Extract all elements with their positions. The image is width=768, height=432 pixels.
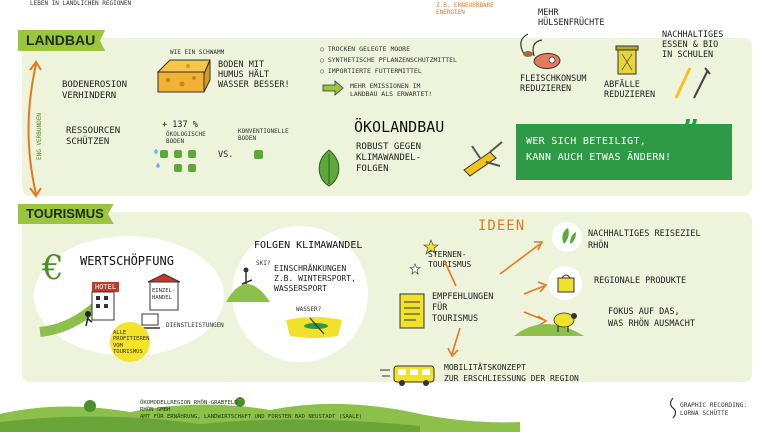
alle-text: ALLE PROFITIEREN VOM TOURISMUS [113,330,150,355]
wertschoepfung-title: WERTSCHÖPFUNG [80,254,174,268]
emissions-text: MEHR EMISSIONEN IM LANDBAU ALS ERWARTET! [350,82,433,98]
vs-label: VS. [218,150,234,160]
bodenerosion-text: BODENEROSION VERHINDERN [62,80,128,101]
humus-text: BODEN MIT HUMUS HÄLT WASSER BESSER! [218,60,290,90]
connection-arrow-icon [27,60,42,198]
plants-organic-icon [154,149,196,172]
leaves-icon [562,228,576,244]
abfaelle-text: ABFÄLLE REDUZIEREN [604,80,656,100]
schwamm-note: WIE EIN SCHWAMM [170,49,225,56]
hills-footer-icon [0,397,520,432]
booklet-icon [399,293,425,329]
right-arrow-icon [322,80,344,96]
idea-text-1: NACHHALTIGES REISEZIEL RHÖN [588,229,701,251]
star-icon [423,239,439,255]
cutlery-icon [674,67,711,99]
idea-text-3: FOKUS AUF DAS, WAS RHÖN AUSMACHT [608,307,695,329]
top-cutoff-note: Z.B. ERNEUERBARE ENERGIEN [436,2,494,16]
shop-icon [147,273,181,311]
kayak-icon [286,317,342,338]
wasser-note: WASSER? [296,306,322,313]
oekolandbau-title: ÖKOLANDBAU [354,118,445,136]
einschraenkungen-text: EINSCHRÄNKUNGEN Z.B. WINTERSPORT, WASSER… [274,264,356,293]
star-small-icon [409,263,421,275]
footer-org-text: ÖKOMODELLREGION RHÖN-GRABFELD RHÖN GMBH … [140,400,363,420]
euro-icon: € [42,248,64,288]
credit-text: GRAPHIC RECORDING: LORNA SCHÜTTE [680,402,748,417]
bus-icon [380,365,435,386]
sheep-landscape-icon [514,312,584,336]
eng-verbunden-label: ENG VERBUNDEN [36,113,43,160]
sponge-icon [156,59,211,93]
emission-sources-list: ○ TROCKEN GELEGTE MOORE ○ SYNTHETISCHE P… [320,44,510,77]
pocket-knife-icon [463,141,503,177]
ski-note: SKI? [256,260,271,267]
nachhaltig-essen-text: NACHHALTIGES ESSEN & BIO IN SCHULEN [662,30,724,60]
top-cutoff-text: LEBEN IN LANDLICHEN REGIONEN [30,0,132,7]
quote-mark-icon: ” [682,114,700,149]
shopping-bag-icon [557,274,575,293]
huelsen-text: MEHR HÜLSENFRÜCHTE [538,8,605,28]
leaf-icon [318,149,340,187]
plant-conventional-icon [254,150,263,159]
folgen-title: FOLGEN KLIMAWANDEL [254,240,363,251]
oekolandbau-text: ROBUST GEGEN KLIMAWANDEL- FOLGEN [356,142,422,174]
idea-arrows-icon [443,241,548,358]
oeko-boden-label: ÖKOLOGISCHE BODEN [166,131,206,145]
quote-text: WER SICH BETEILIGT, KANN AUCH ETWAS ÄNDE… [526,136,672,163]
hotel-icon [91,291,115,321]
landbau-tag: LANDBAU [18,30,106,51]
einzelhandel-label: EINZEL- HANDEL [152,288,176,301]
ideen-title: IDEEN [478,218,526,234]
quote-box [516,124,732,180]
meat-icon [533,53,561,69]
tourismus-tag: TOURISMUS [18,204,114,224]
beans-icon [520,33,543,57]
dienstleistungen-label: DIENSTLEISTUNGEN [166,322,224,329]
list-item: ○ IMPORTIERTE FUTTERMITTEL [320,67,422,75]
konv-boden-label: KONVENTIONELLE BODEN [238,128,289,142]
alle-bubble [110,322,150,362]
percent-value: + 137 % [162,120,198,130]
fleisch-text: FLEISCHKONSUM REDUZIEREN [520,74,587,94]
list-item: ○ SYNTHETISCHE PFLANZENSCHUTZMITTEL [320,56,457,64]
empfehlungen-text: EMPFEHLUNGEN FÜR TOURISMUS [432,292,494,324]
ski-hill-icon [226,267,270,302]
mobilitaet-text: MOBILITÄTSKONZEPT ZUR ERSCHLIESSUNG DER … [444,363,579,383]
sterne-text: STERNEN- TOURISMUS [428,250,472,269]
trash-can-icon [615,45,639,75]
hotel-sign: HOTEL [92,282,120,292]
signature-icon [669,397,677,419]
list-item: ○ TROCKEN GELEGTE MOORE [320,45,411,53]
idea-text-2: REGIONALE PRODUKTE [594,276,687,286]
ressourcen-text: RESSOURCEN SCHÜTZEN [66,126,121,147]
